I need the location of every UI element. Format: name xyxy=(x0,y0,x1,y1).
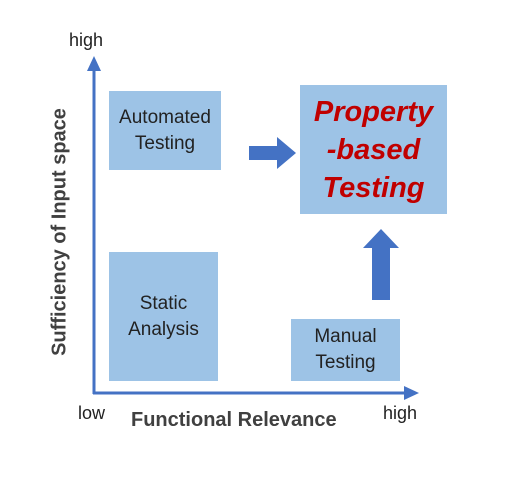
box-property-based-testing: Property -based Testing xyxy=(300,85,447,214)
x-axis-high-label: high xyxy=(383,403,418,423)
box-static-analysis-label: Static Analysis xyxy=(128,292,199,340)
box-manual-testing-label: Manual Testing xyxy=(314,326,377,373)
y-axis-high-label: high xyxy=(69,30,104,50)
x-axis-title: Functional Relevance xyxy=(131,409,337,431)
y-axis-title: Sufficiency of Input space xyxy=(48,108,71,356)
box-static-analysis: Static Analysis xyxy=(109,252,218,381)
box-automated-testing: Automated Testing xyxy=(109,91,221,170)
x-axis-arrowhead xyxy=(404,386,419,400)
box-property-based-testing-label: Property -based Testing xyxy=(313,95,434,204)
arrow-manual-to-property xyxy=(363,229,399,300)
box-manual-testing: Manual Testing xyxy=(291,319,400,381)
box-automated-testing-label: Automated Testing xyxy=(119,106,211,154)
arrow-automated-to-property xyxy=(249,137,296,169)
y-axis-arrowhead xyxy=(87,56,101,71)
x-axis-low-label: low xyxy=(78,403,106,423)
